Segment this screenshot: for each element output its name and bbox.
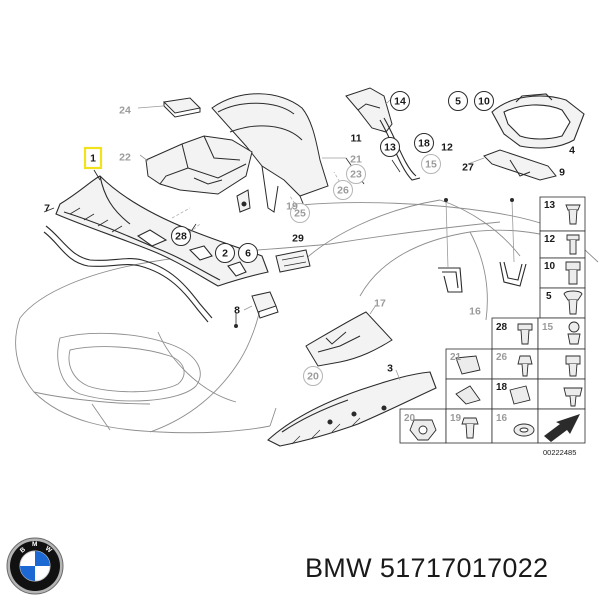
part-1-cowl-panel	[55, 175, 269, 287]
callout-text-26: 26	[337, 185, 349, 197]
callout-text-12: 12	[441, 142, 453, 154]
caption-part-number: 51717017022	[379, 553, 549, 583]
grid-label-16: 16	[496, 413, 508, 424]
callout-text-20: 20	[307, 371, 319, 383]
grid-label-20: 20	[404, 413, 416, 424]
grid-label-28: 28	[496, 322, 508, 333]
callout-19: 19	[286, 201, 298, 213]
grid-label-15: 15	[542, 322, 554, 333]
callout-6: 6	[238, 243, 258, 263]
callout-text-28: 28	[175, 231, 187, 243]
bmw-logo: B M W	[6, 537, 64, 595]
callout-text-24: 24	[119, 105, 131, 117]
callout-9: 9	[559, 167, 565, 179]
part-4-storage-tray	[491, 93, 585, 149]
callout-11: 11	[350, 133, 361, 145]
drawing-number: 00222485	[543, 448, 576, 457]
callout-text-29: 29	[292, 233, 304, 245]
grid-label-21: 21	[450, 352, 462, 363]
part-18-bracket	[438, 267, 463, 293]
callout-text-6: 6	[245, 248, 251, 260]
callout-text-5: 5	[455, 96, 461, 108]
callout-2: 2	[215, 243, 235, 263]
callout-5: 5	[448, 91, 468, 111]
callout-text-19: 19	[286, 201, 298, 213]
part-8-clip	[251, 291, 279, 319]
callout-16: 16	[469, 306, 481, 318]
grid-label-10: 10	[544, 261, 556, 272]
callout-text-18: 18	[418, 138, 430, 150]
grid-label-18: 18	[496, 382, 508, 393]
grid-label-19: 19	[450, 413, 462, 424]
caption-brand: BMW	[305, 553, 372, 583]
callout-7: 7	[44, 203, 50, 215]
callout-text-13: 13	[384, 142, 396, 154]
callout-text-7: 7	[44, 203, 50, 215]
svg-text:M: M	[32, 541, 37, 548]
part-21-bulkhead	[211, 93, 329, 213]
callout-18: 18	[414, 133, 434, 153]
callout-26: 26	[333, 180, 353, 200]
grid-label-13: 13	[544, 200, 556, 211]
callout-text-3: 3	[387, 363, 393, 375]
callout-text-25: 25	[294, 208, 306, 220]
part-24-pad	[162, 97, 202, 118]
callout-text-11: 11	[350, 133, 361, 145]
callout-text-1: 1	[90, 153, 96, 165]
part-17-splash-shield	[305, 311, 393, 367]
callout-14: 14	[390, 91, 410, 111]
callout-15: 15	[421, 154, 441, 174]
svg-text:B: B	[19, 546, 27, 555]
callout-3: 3	[387, 363, 393, 375]
part-16-bracket	[499, 261, 527, 287]
callout-text-16: 16	[469, 306, 481, 318]
callout-text-15: 15	[425, 159, 437, 171]
callout-20: 20	[303, 366, 323, 386]
part-27-strut	[483, 149, 557, 181]
callout-1: 1	[83, 146, 103, 170]
svg-text:W: W	[44, 545, 54, 555]
callout-text-14: 14	[394, 96, 406, 108]
bracket-near-22	[236, 189, 251, 213]
callout-text-8: 8	[234, 305, 240, 317]
callout-text-22: 22	[119, 152, 131, 164]
callout-28: 28	[171, 226, 191, 246]
part-29-cover	[275, 249, 311, 273]
part-3-underbody-panel	[267, 371, 437, 447]
callout-12: 12	[441, 142, 453, 154]
callout-10: 10	[474, 91, 494, 111]
fastener-grid: 13 12 10 5 28 15 21 26 18 20 19 16 00222…	[399, 196, 586, 457]
callout-25: 25	[290, 203, 310, 223]
callout-text-9: 9	[559, 167, 565, 179]
part-7-seal-strip	[43, 225, 213, 323]
callout-text-10: 10	[478, 96, 490, 108]
callout-29: 29	[292, 233, 304, 245]
callout-17: 17	[374, 298, 386, 310]
part-11-cable-rod	[379, 117, 421, 181]
callout-21: 21	[350, 154, 362, 166]
callout-text-17: 17	[374, 298, 386, 310]
callout-27: 27	[462, 162, 474, 174]
callout-13: 13	[380, 137, 400, 157]
callout-text-21: 21	[350, 154, 362, 166]
grid-label-26: 26	[496, 352, 508, 363]
part-22-filter-housing	[145, 135, 253, 195]
callout-22: 22	[119, 152, 131, 164]
callout-23: 23	[346, 164, 366, 184]
grid-label-12: 12	[544, 234, 556, 245]
callout-text-27: 27	[462, 162, 474, 174]
callout-24: 24	[119, 105, 131, 117]
callout-text-4: 4	[569, 145, 575, 157]
grid-label-5: 5	[546, 291, 552, 302]
callout-text-2: 2	[222, 248, 228, 260]
callout-8: 8	[234, 305, 240, 317]
callout-text-23: 23	[350, 169, 362, 181]
callout-4: 4	[569, 145, 575, 157]
part-14-lock-bracket	[345, 87, 393, 133]
